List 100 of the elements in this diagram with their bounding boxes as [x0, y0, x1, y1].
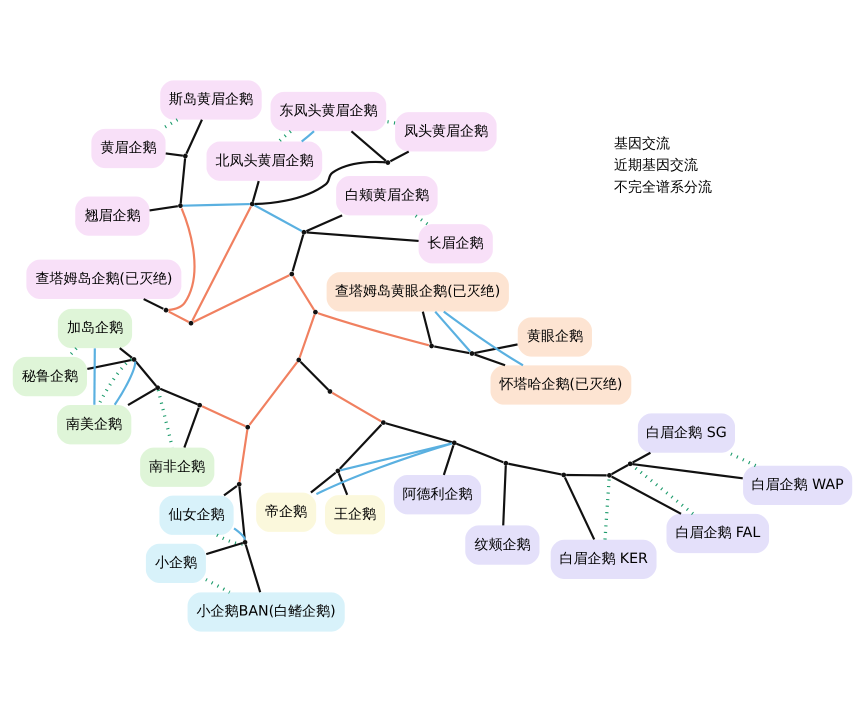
connector	[254, 204, 302, 232]
connector	[205, 578, 230, 594]
node-box: 纹颊企鹅	[465, 525, 540, 565]
connector	[202, 405, 246, 428]
node-box: 阿德利企鹅	[394, 475, 482, 514]
node-box: 南美企鹅	[57, 405, 132, 444]
node-box: 黄眼企鹅	[518, 317, 592, 357]
legend-label: 基因交流	[614, 136, 670, 152]
node-point	[182, 154, 188, 158]
node-point	[289, 272, 294, 276]
node-box: 王企鹅	[324, 495, 385, 534]
connector	[414, 214, 428, 226]
connector	[301, 130, 315, 142]
node-point	[470, 351, 474, 356]
connector	[306, 231, 419, 242]
connector	[168, 208, 196, 312]
node-point	[164, 308, 168, 312]
node-point	[313, 310, 318, 314]
connector	[474, 353, 506, 366]
connector	[238, 486, 246, 540]
node-point	[380, 420, 386, 425]
connector	[632, 452, 651, 464]
node-box: 黄眉企鹅	[91, 128, 166, 168]
connector	[93, 348, 96, 405]
node-point	[504, 460, 508, 466]
node-box: 小企鹅BAN(白鳍企鹅)	[188, 592, 345, 632]
node-point	[429, 344, 434, 348]
connector	[318, 312, 430, 346]
node-box: 翘眉企鹅	[75, 196, 150, 236]
connector	[564, 476, 596, 540]
connector	[185, 119, 203, 154]
connector	[292, 234, 304, 272]
connector	[183, 408, 200, 448]
connector	[603, 478, 611, 540]
node-box: 小企鹅	[146, 544, 206, 583]
connector	[292, 276, 316, 311]
connector	[434, 345, 470, 354]
node-point	[452, 440, 457, 446]
connector	[566, 474, 607, 476]
connector	[611, 464, 629, 476]
connector	[206, 542, 244, 556]
connector	[502, 466, 507, 526]
node-box: 查塔姆岛黄眼企鹅(已灭绝)	[326, 272, 509, 312]
connector	[300, 361, 330, 391]
node-point	[155, 385, 160, 390]
connector	[338, 424, 382, 470]
node-box: 北凤头黄眉企鹅	[206, 142, 322, 181]
connector	[254, 160, 386, 206]
node-point	[336, 468, 340, 474]
legend-label: 近期基因交流	[614, 158, 698, 174]
node-point	[197, 402, 202, 408]
connector	[728, 451, 756, 468]
connector	[632, 463, 743, 480]
node-point	[386, 160, 390, 165]
connector	[385, 422, 452, 444]
connector	[443, 310, 524, 366]
node-point	[561, 472, 566, 478]
connector	[278, 130, 292, 143]
connector	[252, 180, 260, 202]
connector	[350, 130, 387, 162]
connector	[422, 311, 432, 344]
node-box: 东凤头黄眉企鹅	[270, 92, 386, 132]
node-box: 秘鲁企鹅	[12, 356, 87, 396]
node-box: 查塔姆岛企鹅(已灭绝)	[26, 260, 182, 299]
connector	[244, 544, 262, 593]
connector	[97, 358, 132, 406]
node-point	[607, 473, 612, 478]
node-box: 加岛企鹅	[58, 308, 132, 348]
connector	[67, 347, 78, 358]
connector	[316, 442, 452, 496]
node-box: 白眉企鹅 KER	[550, 540, 657, 580]
connector	[191, 206, 252, 322]
connector	[143, 298, 164, 310]
connector	[149, 205, 178, 212]
connector	[611, 476, 682, 515]
node-box: 怀塔哈企鹅(已灭绝)	[490, 365, 632, 405]
connector	[306, 214, 343, 232]
node-box: 白眉企鹅 WAP	[743, 466, 852, 506]
connector	[338, 472, 348, 496]
node-point	[236, 482, 242, 487]
connector	[182, 202, 250, 207]
node-point	[302, 230, 306, 235]
node-box: 凤头黄眉企鹅	[395, 112, 497, 152]
node-box: 白颊黄眉企鹅	[336, 176, 438, 216]
node-box: 南非企鹅	[140, 448, 214, 487]
node-box: 长眉企鹅	[418, 224, 493, 264]
connector	[434, 311, 471, 352]
node-point	[245, 424, 250, 430]
connector	[87, 358, 132, 370]
node-box: 帝企鹅	[256, 492, 316, 532]
connector	[474, 343, 518, 354]
node-box: 白眉企鹅 FAL	[666, 514, 770, 554]
node-point	[188, 320, 194, 326]
connector	[156, 390, 174, 448]
connector	[166, 152, 184, 157]
connector	[127, 388, 156, 406]
node-point	[250, 202, 255, 206]
connector	[180, 158, 186, 204]
connector	[298, 314, 316, 358]
connector	[119, 347, 133, 359]
